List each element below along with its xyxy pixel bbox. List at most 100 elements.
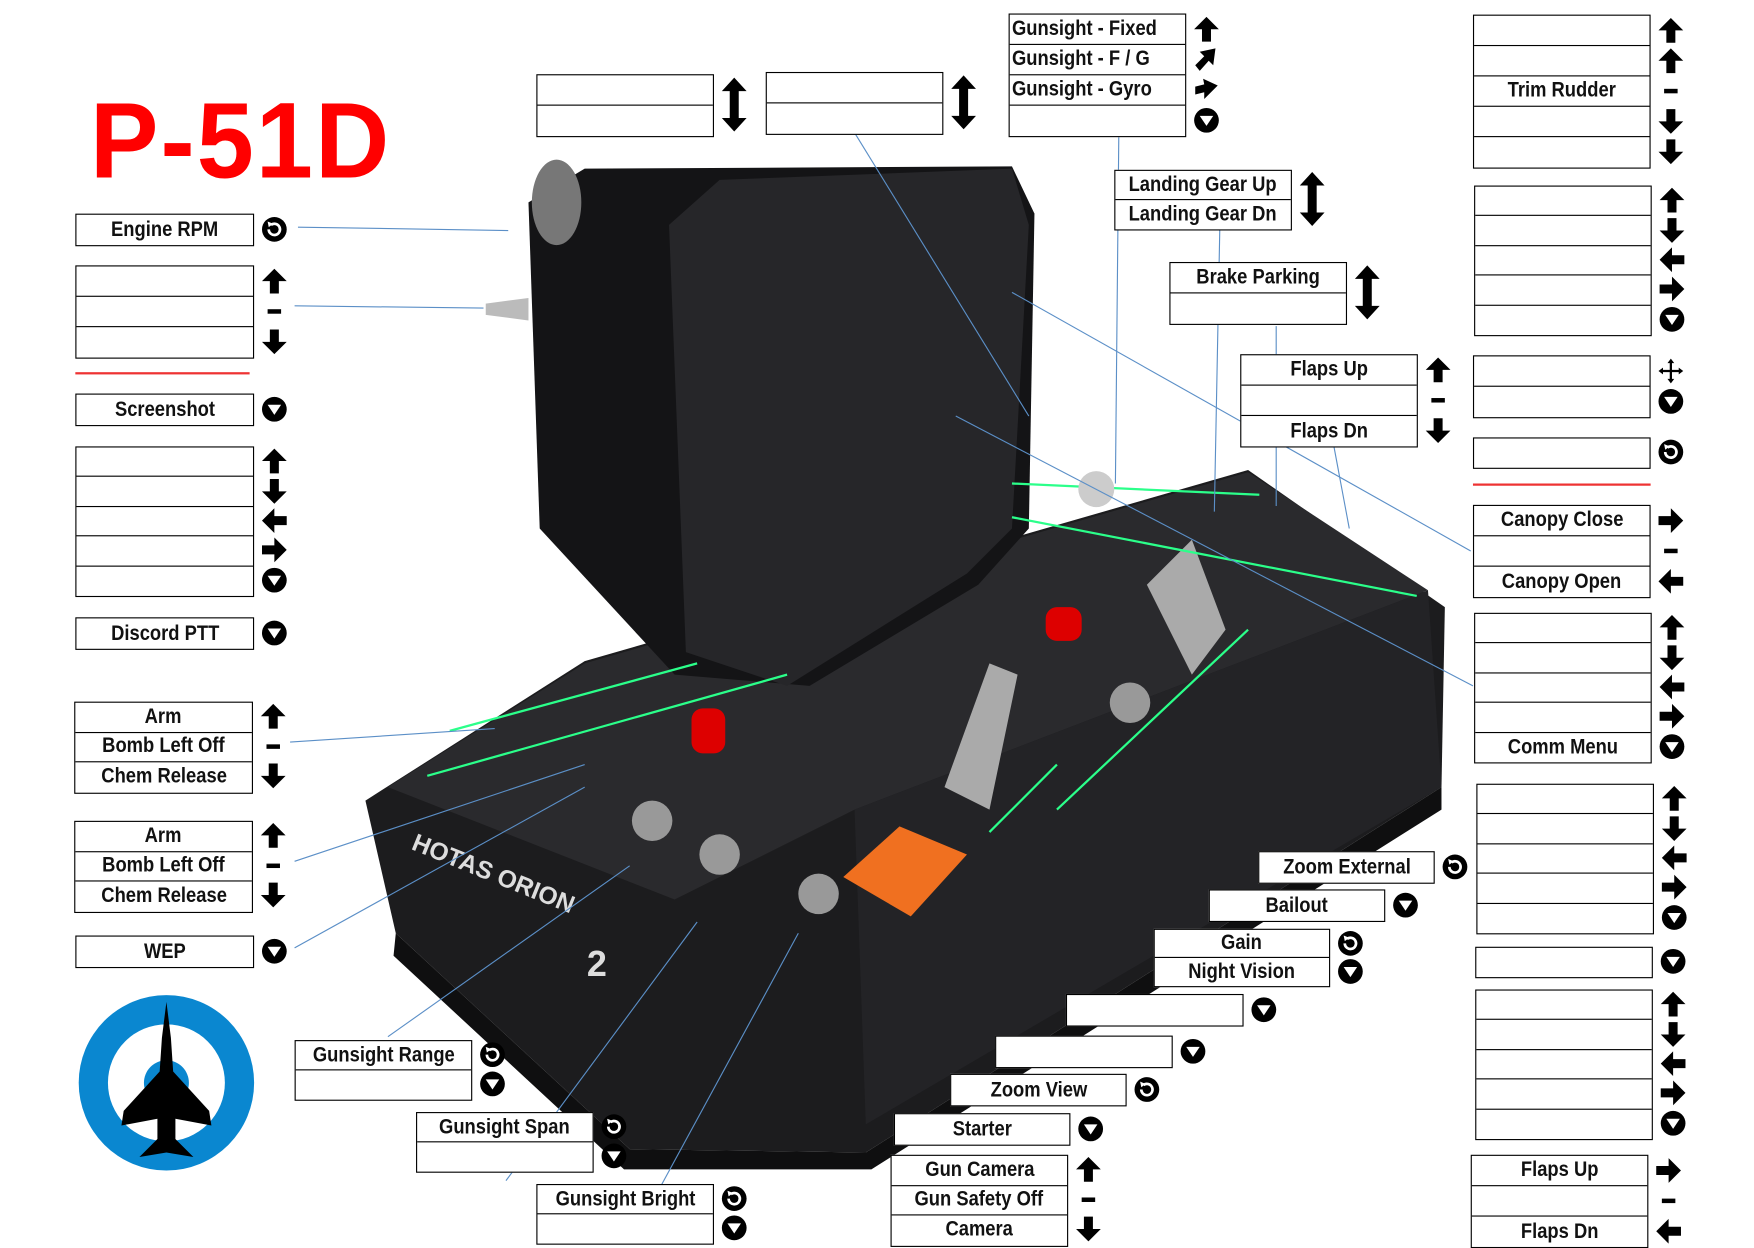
binding-row[interactable] <box>76 266 253 297</box>
binding-row[interactable] <box>1475 276 1651 306</box>
binding-row[interactable]: Discord PTT <box>76 618 253 648</box>
circle-down-icon <box>1658 733 1685 760</box>
binding-group-gunsight-bright: Gunsight Bright <box>536 1183 714 1245</box>
binding-row[interactable]: Screenshot <box>76 395 253 425</box>
binding-row[interactable]: Zoom View <box>951 1075 1125 1105</box>
binding-row[interactable] <box>76 477 253 507</box>
up-icon <box>1661 785 1688 812</box>
binding-row[interactable]: Chem Release <box>75 762 252 792</box>
binding-row[interactable]: Landing Gear Dn <box>1115 200 1290 229</box>
binding-row[interactable]: Gunsight Range <box>295 1041 472 1071</box>
binding-row[interactable] <box>767 103 942 133</box>
binding-row[interactable]: Gunsight - Fixed <box>1009 15 1186 45</box>
binding-row[interactable] <box>1475 673 1651 703</box>
binding-row[interactable]: Trim Rudder <box>1474 76 1650 107</box>
binding-row[interactable]: Zoom External <box>1259 852 1433 882</box>
icon-column <box>1250 994 1277 1024</box>
up-icon <box>260 703 287 730</box>
binding-row[interactable] <box>1476 948 1651 977</box>
binding-row[interactable] <box>1476 1020 1652 1050</box>
binding-row[interactable] <box>1476 991 1652 1021</box>
binding-row[interactable]: Comm Menu <box>1475 733 1650 763</box>
binding-row[interactable]: Camera <box>892 1215 1067 1245</box>
binding-row[interactable] <box>1474 439 1649 468</box>
binding-row[interactable]: Flaps Dn <box>1241 416 1416 446</box>
binding-row[interactable]: Gunsight - F / G <box>1009 45 1186 76</box>
binding-row[interactable] <box>996 1037 1171 1067</box>
binding-row[interactable]: Gain <box>1154 930 1330 958</box>
binding-row[interactable] <box>76 297 253 328</box>
binding-row[interactable] <box>1067 995 1242 1025</box>
binding-row[interactable]: Night Vision <box>1155 958 1329 986</box>
binding-row[interactable]: Arm <box>75 703 252 733</box>
binding-row[interactable] <box>1477 904 1652 934</box>
binding-row[interactable] <box>76 448 253 478</box>
binding-row[interactable] <box>1475 216 1651 246</box>
binding-row[interactable]: Flaps Up <box>1471 1156 1648 1187</box>
binding-row[interactable]: Bomb Left Off <box>75 852 252 882</box>
binding-row[interactable]: Chem Release <box>75 882 252 912</box>
binding-row[interactable]: Bomb Left Off <box>75 733 252 763</box>
binding-row[interactable] <box>537 1214 712 1243</box>
binding-row[interactable] <box>1475 614 1651 644</box>
binding-row[interactable] <box>1476 1050 1652 1080</box>
binding-row[interactable] <box>1475 246 1651 276</box>
binding-row[interactable]: Gun Camera <box>891 1156 1068 1186</box>
binding-label: Gunsight Bright <box>555 1186 696 1211</box>
binding-row[interactable] <box>296 1070 471 1099</box>
binding-row[interactable] <box>1171 293 1346 323</box>
binding-label: WEP <box>143 939 186 964</box>
binding-row[interactable] <box>76 537 253 567</box>
binding-row[interactable] <box>1475 187 1651 217</box>
binding-row[interactable]: Flaps Dn <box>1472 1217 1647 1247</box>
down-icon <box>261 328 288 355</box>
binding-row[interactable] <box>537 106 712 136</box>
binding-row[interactable] <box>1477 844 1653 874</box>
binding-row[interactable] <box>417 1142 592 1171</box>
binding-row[interactable]: Gunsight Bright <box>537 1185 713 1215</box>
binding-row[interactable]: Gunsight - Gyro <box>1009 75 1186 106</box>
binding-row[interactable] <box>1475 305 1650 335</box>
binding-row[interactable]: Flaps Up <box>1241 355 1417 386</box>
binding-row[interactable] <box>76 507 253 537</box>
binding-row[interactable] <box>1474 137 1649 167</box>
binding-row[interactable] <box>1474 387 1649 417</box>
binding-row[interactable]: Brake Parking <box>1170 263 1346 294</box>
binding-row[interactable]: Canopy Open <box>1474 567 1649 597</box>
binding-row[interactable]: Canopy Close <box>1474 506 1650 537</box>
binding-row[interactable] <box>1010 106 1185 136</box>
circle-down-icon <box>1392 891 1419 918</box>
binding-row[interactable] <box>1474 356 1650 387</box>
binding-row[interactable] <box>1241 386 1417 417</box>
binding-row[interactable]: Engine RPM <box>76 215 253 245</box>
binding-row[interactable] <box>1471 1186 1648 1217</box>
right-icon <box>1661 874 1688 901</box>
binding-row[interactable] <box>537 75 713 106</box>
binding-row[interactable] <box>76 327 253 357</box>
binding-row[interactable]: Starter <box>895 1114 1069 1144</box>
binding-row[interactable] <box>1477 815 1653 845</box>
binding-row[interactable]: Landing Gear Up <box>1115 171 1291 201</box>
down-icon <box>1657 107 1684 134</box>
binding-row[interactable]: WEP <box>76 937 253 967</box>
binding-row[interactable] <box>1475 644 1651 674</box>
binding-row[interactable] <box>1474 46 1650 77</box>
binding-row[interactable] <box>76 566 253 596</box>
binding-row[interactable] <box>1476 1109 1651 1139</box>
down-icon <box>1658 217 1685 244</box>
binding-row[interactable] <box>1474 16 1650 47</box>
binding-row[interactable]: Arm <box>75 822 252 852</box>
binding-row[interactable] <box>1477 785 1653 815</box>
binding-row[interactable]: Gun Safety Off <box>891 1186 1068 1216</box>
binding-row[interactable] <box>1474 536 1650 567</box>
binding-row[interactable] <box>1477 874 1653 904</box>
rotate-icon <box>1337 929 1364 956</box>
binding-row[interactable] <box>766 73 943 104</box>
binding-label: Screenshot <box>114 397 215 422</box>
binding-row[interactable] <box>1476 1080 1652 1110</box>
binding-row[interactable]: Gunsight Span <box>417 1113 593 1143</box>
icon-column <box>1661 784 1688 932</box>
binding-row[interactable] <box>1475 703 1651 733</box>
binding-row[interactable] <box>1474 107 1650 138</box>
binding-row[interactable]: Bailout <box>1210 891 1384 921</box>
